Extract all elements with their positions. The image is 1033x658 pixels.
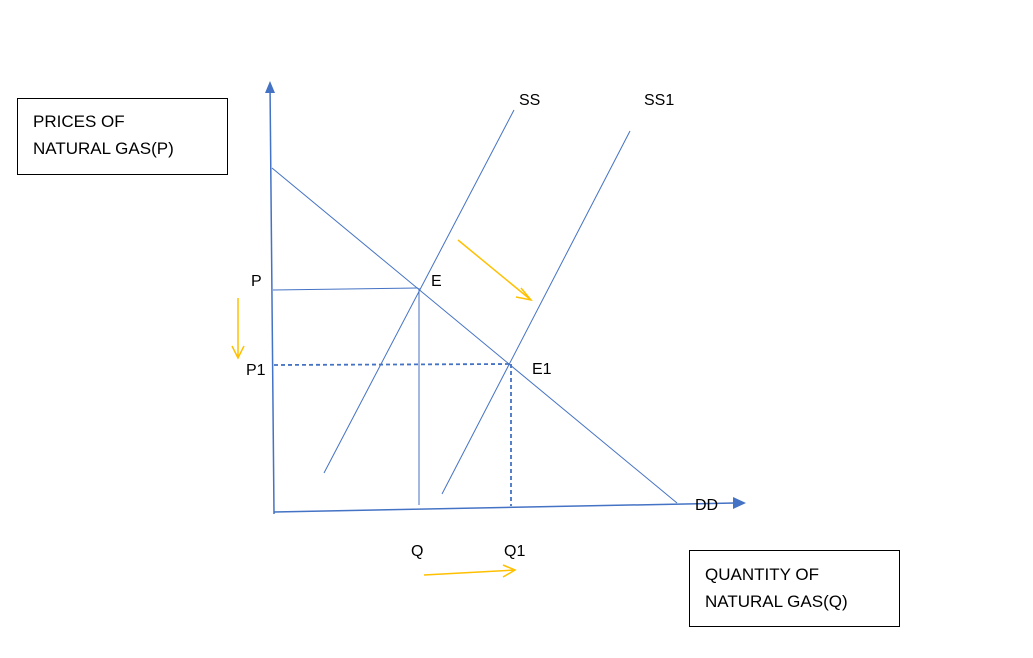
- y-axis-label-box: PRICES OF NATURAL GAS(P): [17, 98, 228, 175]
- demand-curve: [271, 167, 678, 504]
- x-axis-label-line2: NATURAL GAS(Q): [705, 592, 848, 611]
- label-p1: P1: [246, 362, 266, 379]
- y-axis-label-line2: NATURAL GAS(P): [33, 139, 174, 158]
- x-axis-label-box: QUANTITY OF NATURAL GAS(Q): [689, 550, 900, 627]
- supply-shift-arrow: [457, 239, 533, 302]
- label-dd: DD: [695, 497, 718, 514]
- label-e1: E1: [532, 361, 552, 378]
- label-e: E: [431, 273, 442, 290]
- label-q: Q: [411, 543, 423, 560]
- label-ss1: SS1: [644, 92, 674, 109]
- price-guide-p: [272, 287, 419, 291]
- label-ss: SS: [519, 92, 540, 109]
- x-axis-arrowhead: [733, 497, 746, 509]
- quantity-rise-arrow: [423, 564, 517, 578]
- x-axis: [273, 502, 736, 513]
- label-q1: Q1: [504, 543, 525, 560]
- y-axis: [269, 83, 275, 515]
- price-guide-p1: [273, 363, 512, 366]
- price-fall-arrow: [231, 298, 245, 360]
- x-axis-label-line1: QUANTITY OF: [705, 565, 819, 584]
- y-axis-arrowhead: [265, 81, 275, 93]
- supply-curve-ss1: [441, 130, 631, 495]
- label-p: P: [251, 273, 262, 290]
- y-axis-label-line1: PRICES OF: [33, 112, 125, 131]
